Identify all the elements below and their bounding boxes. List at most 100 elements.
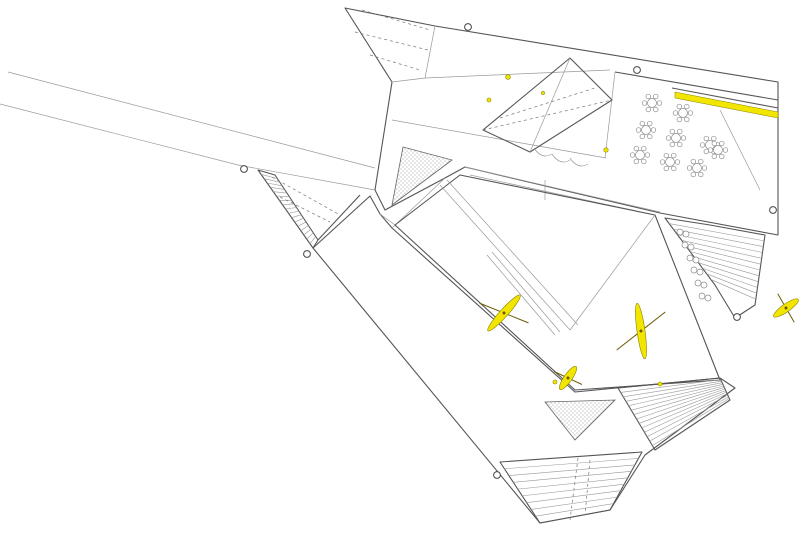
step-tread [522, 483, 625, 497]
north-building [344, 7, 779, 236]
stair-tread [285, 207, 297, 210]
chair [645, 106, 651, 113]
ramp-stipple-south [544, 399, 616, 441]
east-stair [664, 217, 766, 319]
round-table [659, 152, 681, 172]
chair [690, 158, 696, 165]
stair-tread [306, 232, 314, 240]
chair [682, 230, 690, 238]
stair-tread [646, 395, 728, 437]
chair [647, 133, 653, 140]
chair [684, 103, 690, 110]
chair [633, 145, 639, 152]
chair [692, 256, 700, 264]
chair [690, 171, 696, 178]
stair-tread [639, 390, 726, 424]
stair-tread [698, 262, 759, 282]
chair [696, 268, 704, 276]
stair-tread [652, 398, 730, 446]
step-tread [504, 458, 639, 470]
stair-tread [300, 225, 309, 231]
stair-tread [641, 391, 727, 429]
ramp-stipple-north [391, 146, 453, 206]
access-road [0, 71, 376, 191]
south-east-stair [617, 377, 731, 451]
table-top [692, 163, 702, 173]
table-top [665, 157, 675, 167]
chair [659, 159, 666, 165]
chair [711, 153, 717, 160]
chair [711, 135, 717, 142]
step-tread [517, 477, 628, 490]
stair-tread [297, 221, 307, 227]
chair [690, 266, 698, 274]
stair-tread [694, 256, 760, 277]
bollard [493, 471, 501, 479]
chair [711, 140, 717, 147]
chair [629, 152, 636, 158]
stair-tread [649, 396, 729, 442]
stair-tread [620, 379, 721, 393]
bollard [769, 206, 777, 214]
chair [680, 135, 687, 141]
chair [641, 145, 647, 152]
round-table [641, 93, 663, 113]
stair-tread [276, 195, 290, 197]
chair [663, 152, 669, 159]
chair [681, 241, 689, 249]
chair [641, 158, 647, 165]
chair [665, 135, 672, 141]
kayak [479, 294, 529, 332]
chair [656, 100, 663, 106]
chair [694, 279, 702, 287]
chair [639, 133, 645, 140]
stair-tread [288, 210, 299, 214]
stair-tread [260, 174, 278, 179]
chair [698, 292, 706, 300]
mooring-bollards [240, 23, 777, 479]
main-dock [312, 177, 736, 524]
chair [669, 128, 675, 135]
step-tread [513, 471, 632, 483]
chair [686, 165, 693, 171]
bollard [633, 66, 641, 74]
step-tread [535, 503, 614, 517]
round-table [629, 145, 651, 165]
stair-tread [631, 385, 724, 411]
chair [707, 147, 714, 153]
chair [676, 103, 682, 110]
round-table [672, 103, 694, 123]
kayak [773, 293, 799, 323]
stair-tread [303, 228, 312, 236]
kayak [616, 302, 666, 360]
boat-basin [394, 174, 721, 391]
chair [677, 128, 683, 135]
door-swings [533, 147, 589, 167]
south-steps [499, 451, 643, 524]
chair [700, 281, 708, 289]
chair [698, 158, 704, 165]
bollard [733, 313, 741, 321]
paddler [502, 311, 506, 315]
chair [633, 158, 639, 165]
entrance-wedge [354, 9, 431, 71]
round-table [707, 140, 729, 160]
table-top [713, 145, 723, 155]
stair-tread [625, 382, 723, 402]
stair-tread [689, 251, 761, 271]
stair-tread [681, 240, 762, 259]
stair-tread [623, 380, 722, 398]
stair-tread [282, 203, 295, 205]
table-top [678, 108, 688, 118]
step-tread [531, 496, 618, 510]
chair [644, 152, 651, 158]
chair [676, 228, 684, 236]
paddler [639, 329, 643, 333]
chair [686, 254, 694, 262]
stair-tread [267, 182, 283, 187]
chair [635, 127, 642, 133]
chair [641, 100, 648, 106]
bollard [303, 250, 311, 258]
chair [671, 152, 677, 159]
stair-tread [309, 236, 316, 244]
